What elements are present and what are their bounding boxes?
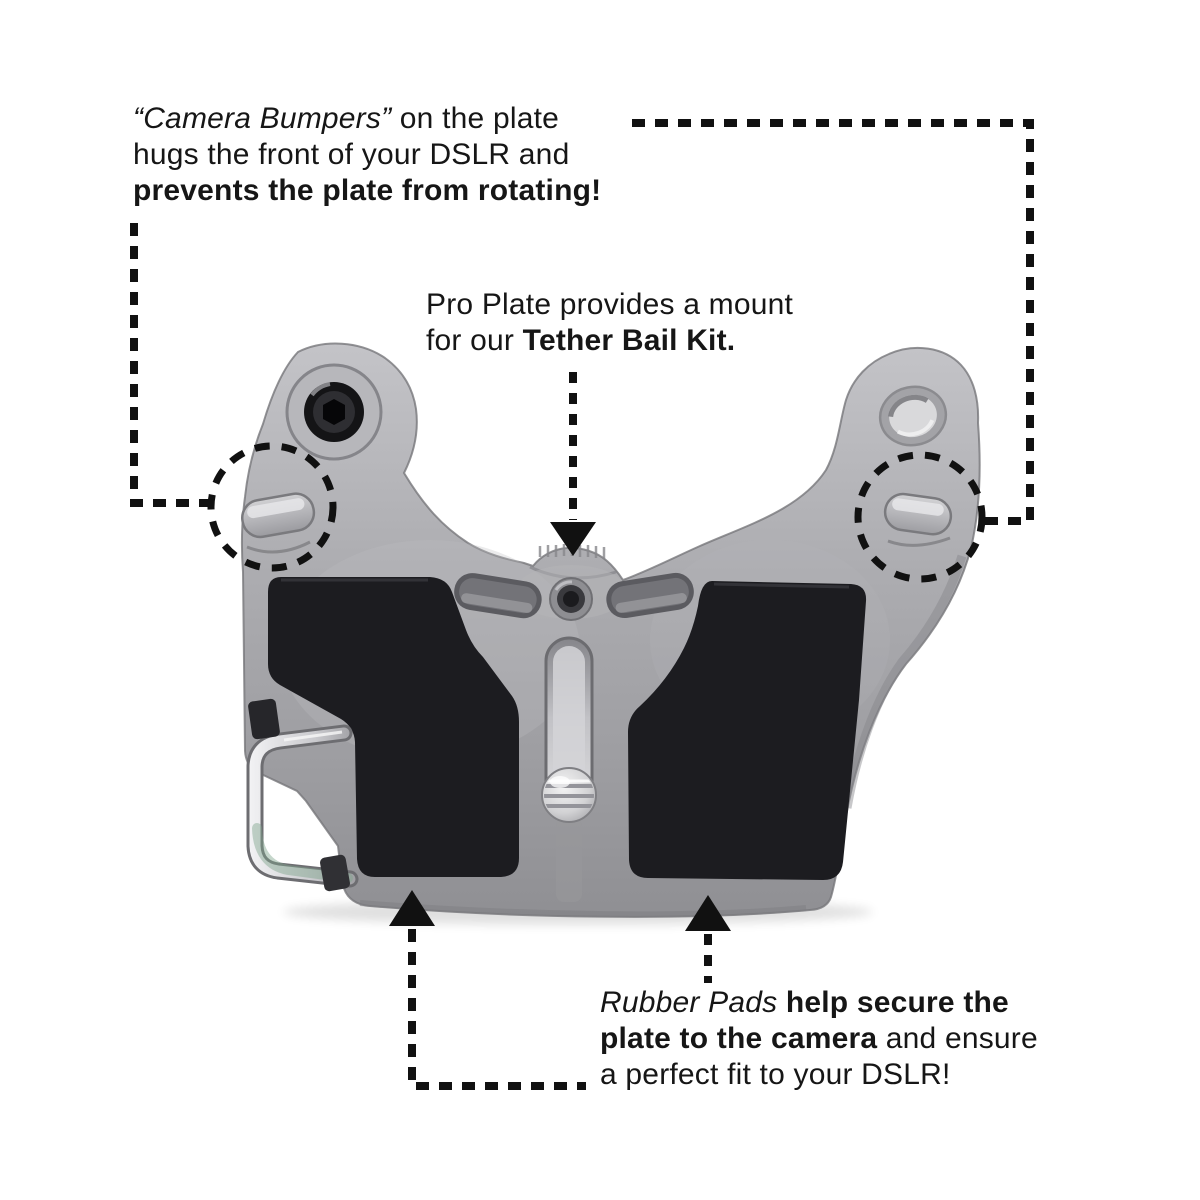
mounting-hole: [878, 385, 948, 447]
annotation-line: for our Tether Bail Kit.: [426, 323, 793, 359]
camera-bumper-right: [883, 492, 953, 536]
arrow-bottom-left: [389, 890, 586, 1090]
saddle-screw: [549, 577, 593, 621]
mounting-screw: [541, 767, 597, 823]
annotation-line: a perfect fit to your DSLR!: [600, 1058, 951, 1091]
top-channel-left: [454, 573, 542, 619]
rubber-pads-rest: and ensure: [877, 1022, 1038, 1055]
arrow-center: [550, 372, 596, 556]
annotation-line: hugs the front of your DSLR and: [133, 138, 570, 171]
dotted-line-left: [130, 223, 213, 507]
bumper-left-shadow: [246, 540, 311, 554]
dotted-circle-right: [854, 451, 986, 583]
callouts: [130, 119, 1034, 1090]
annotation-line: Rubber Pads help secure the: [600, 985, 1038, 1021]
rubber-pad-right: [628, 581, 867, 880]
camera-bumpers-rest: on the plate: [391, 102, 559, 135]
annotation-line-bold: prevents the plate from rotating!: [133, 174, 602, 207]
pro-plate-prefix: for our: [426, 324, 523, 357]
top-channel-right: [606, 572, 694, 619]
camera-bumper-left: [241, 492, 316, 539]
rubber-pads-bold: help secure the: [785, 986, 1009, 1019]
camera-bumpers-term: “Camera Bumpers”: [133, 102, 392, 135]
annotation-rubber-pads: Rubber Pads help secure the plate to the…: [600, 985, 1038, 1093]
arrow-bottom-right: [685, 895, 731, 983]
bumper-right-shadow: [887, 536, 951, 547]
rubber-pads-bold2: plate to the camera: [600, 1022, 878, 1055]
rubber-pads-term: Rubber Pads: [600, 986, 786, 1019]
annotation-line: plate to the camera and ensure: [600, 1021, 1038, 1057]
annotation-line: Pro Plate provides a mount: [426, 288, 794, 321]
annotation-line: “Camera Bumpers” on the plate: [133, 101, 601, 137]
tether-bail-kit-term: Tether Bail Kit.: [522, 324, 736, 357]
hex-screw: [285, 363, 383, 461]
tether-bail-ring: [246, 698, 359, 892]
rubber-pad-left: [268, 577, 519, 877]
annotation-camera-bumpers: “Camera Bumpers” on the plate hugs the f…: [133, 101, 601, 209]
annotation-pro-plate: Pro Plate provides a mount for our Tethe…: [426, 287, 793, 359]
